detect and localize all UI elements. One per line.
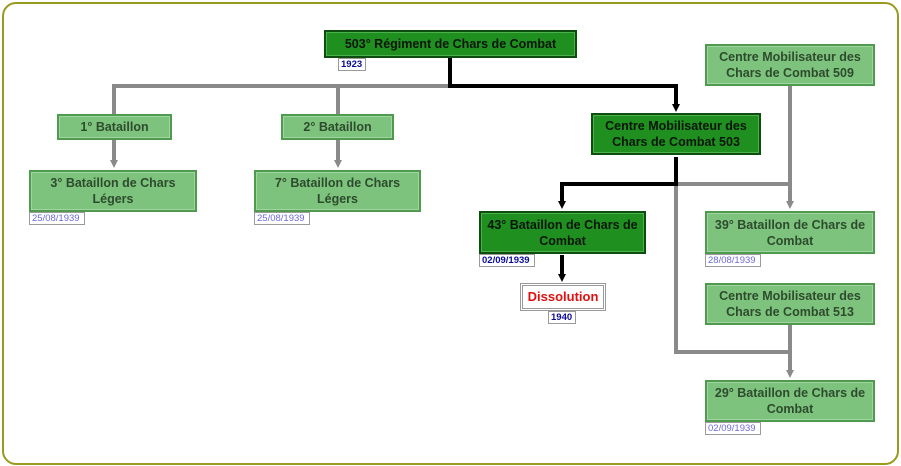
node-label: Centre Mobilisateur des Chars de Combat …	[719, 289, 861, 319]
node-label: 29° Bataillon de Chars de Combat	[714, 386, 866, 416]
date-regiment-503: 1923	[338, 58, 366, 71]
node-cm-503: Centre Mobilisateur des Chars de Combat …	[591, 113, 761, 155]
node-bataillon-2: 2° Bataillon	[281, 114, 394, 140]
node-label: 7° Bataillon de Chars Légers	[274, 176, 401, 206]
node-dissolution: Dissolution	[520, 283, 606, 311]
node-label: 1° Bataillon	[80, 120, 149, 134]
date-bcl-7: 25/08/1939	[254, 212, 310, 225]
node-bcl-3: 3° Bataillon de Chars Légers	[29, 170, 197, 212]
node-bcc-43: 43° Bataillon de Chars de Combat	[479, 211, 646, 254]
node-cm-509: Centre Mobilisateur des Chars de Combat …	[705, 44, 875, 86]
date-bcc-43: 02/09/1939	[479, 254, 535, 267]
node-bcc-29: 29° Bataillon de Chars de Combat	[705, 380, 875, 422]
node-regiment-503: 503° Régiment de Chars de Combat	[324, 30, 577, 58]
arrow-cm503-to-bcc43	[558, 157, 678, 209]
node-bcc-39: 39° Bataillon de Chars de Combat	[705, 211, 875, 254]
date-dissolution: 1940	[548, 311, 576, 324]
line-cm503-to-bcc29	[674, 184, 790, 354]
node-bataillon-1: 1° Bataillon	[57, 114, 172, 140]
node-label: 503° Régiment de Chars de Combat	[344, 37, 557, 51]
node-label: 3° Bataillon de Chars Légers	[50, 176, 176, 206]
node-label: Centre Mobilisateur des Chars de Combat …	[605, 119, 747, 149]
node-label: 43° Bataillon de Chars de Combat	[487, 217, 638, 248]
node-label: Dissolution	[527, 289, 599, 304]
date-bcc-29: 02/09/1939	[705, 422, 761, 435]
line-regiment-to-bataillons	[112, 58, 452, 114]
node-label: 39° Bataillon de Chars de Combat	[714, 217, 866, 248]
node-cm-513: Centre Mobilisateur des Chars de Combat …	[705, 283, 875, 325]
node-bcl-7: 7° Bataillon de Chars Légers	[254, 170, 421, 212]
date-bcc-39: 28/08/1939	[705, 254, 761, 267]
arrow-regiment-to-cm503	[448, 58, 680, 112]
date-bcl-3: 25/08/1939	[29, 212, 85, 225]
node-label: 2° Bataillon	[303, 120, 372, 134]
node-label: Centre Mobilisateur des Chars de Combat …	[719, 50, 861, 80]
